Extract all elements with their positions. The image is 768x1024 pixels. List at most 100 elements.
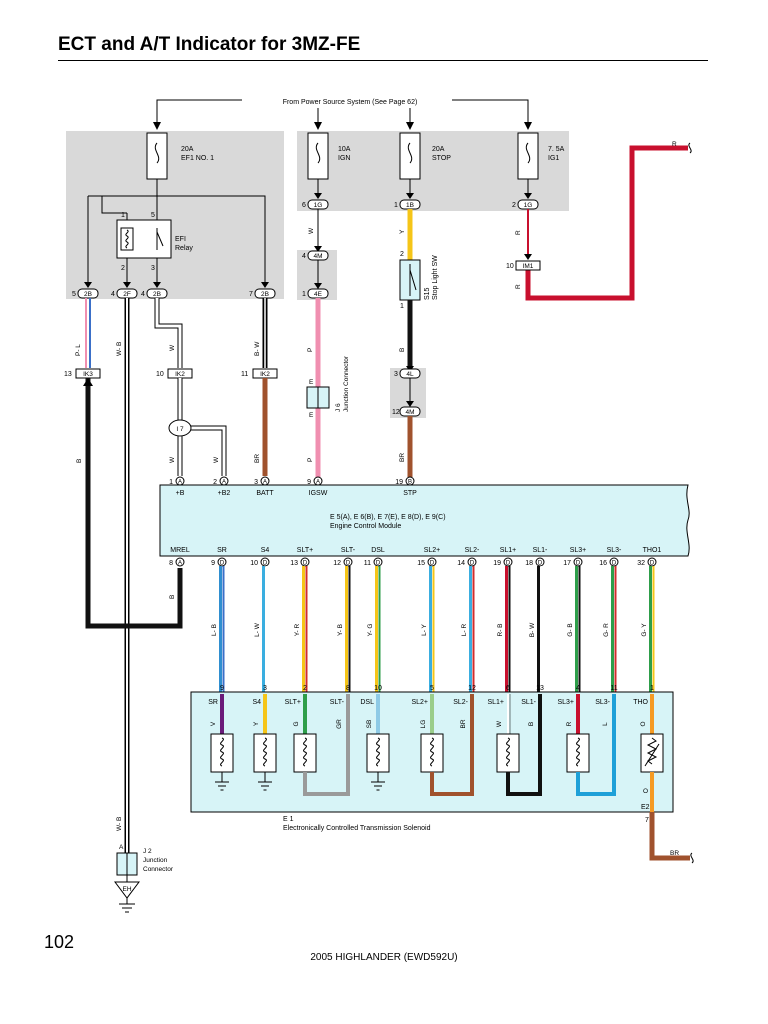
ecm-terminal-conn: D	[376, 561, 381, 567]
connector-ik2-right: IK2 11	[241, 368, 278, 379]
stop-sw-code: S15	[424, 287, 431, 300]
solenoid-terminal-name: SLT-	[330, 699, 345, 706]
coil-winding	[576, 737, 580, 767]
4m-lower-arrow-head	[406, 401, 414, 407]
solenoid-pin: 10	[374, 685, 382, 692]
ecm-terminal-name: +B	[176, 490, 185, 497]
connector-ik3-code: IK3	[83, 371, 93, 378]
stop-sw-pin-2: 2	[400, 251, 404, 258]
connector-ik2-left: IK2 10	[156, 368, 193, 379]
solenoid-terminal-name: SL2-	[453, 699, 468, 706]
solenoid-pin: 3	[263, 685, 267, 692]
ecm-terminal-name: SL1-	[533, 547, 548, 554]
junction-j6	[306, 386, 330, 409]
connector-4m-lower-code: 4M	[405, 409, 414, 416]
solenoid-pin: 13	[536, 685, 544, 692]
solenoid-wire-color: SB	[366, 720, 373, 729]
title-rule	[58, 60, 708, 61]
connector-1g-ig1-code: 1G	[524, 202, 533, 209]
connector-1g-ign-pin: 6	[302, 202, 306, 209]
harness-wire-color: Y- R	[294, 623, 301, 636]
ecm-terminal-conn: D	[538, 561, 543, 567]
connector-4l: 4L 3	[394, 368, 421, 379]
coil-winding	[430, 737, 434, 767]
ground-eh-code: EH	[122, 886, 131, 893]
ecm-terminal-pin: 9	[211, 560, 215, 567]
solenoid-wire-color: W	[496, 720, 503, 727]
junction-j2-name-1: Junction	[143, 857, 168, 864]
solenoid-return-wire	[303, 734, 350, 796]
ecm-terminal-name: MREL	[170, 547, 190, 554]
mrel-black-wire	[85, 378, 183, 629]
wire-color-p-1: P	[307, 348, 314, 352]
harness-wire-color: R- B	[497, 624, 504, 637]
fuse-icon	[517, 132, 539, 180]
solenoid-e2-name: E2	[641, 804, 650, 811]
solenoid-pin: 2	[303, 685, 307, 692]
ecm-bottom-terminals: MRELA8SRD9S4D10SLT+D13SLT-D12DSLD11SL2+D…	[169, 547, 661, 567]
wire-color-br-stp: BR	[399, 453, 406, 462]
power-source-arrows	[156, 99, 529, 128]
connector-2f-code: 2F	[123, 291, 131, 298]
connector-2b-left-code: 2B	[84, 291, 92, 298]
solenoid-pin: 11	[610, 685, 617, 692]
wire-color-p-2: P	[307, 458, 314, 462]
connector-im1: IM1 10	[506, 260, 541, 271]
coil-winding	[506, 737, 510, 767]
connector-2f: 2F 4	[111, 288, 138, 299]
solenoid-terminal-name: SL1+	[487, 699, 504, 706]
stop-sw-pin-1: 1	[400, 303, 404, 310]
wire-color-r-1: R	[515, 230, 522, 235]
connector-ik2-right-pin: 11	[241, 371, 248, 378]
footer-model: 2005 HIGHLANDER (EWD592U)	[310, 952, 458, 963]
stop-sw-name: Stop Light SW	[432, 255, 439, 300]
coil-winding	[376, 737, 380, 767]
solenoid-terminal-name: SR	[208, 699, 218, 706]
solenoid-wire-color: B	[528, 722, 535, 726]
connector-2f-pin: 4	[111, 291, 115, 298]
solenoid-wire-color: BR	[460, 719, 467, 728]
switch-icon	[156, 228, 164, 250]
ecm-terminal-conn: A	[178, 480, 182, 486]
thermistor-slash	[644, 743, 660, 767]
connector-ik2-left-pin: 10	[156, 371, 164, 378]
ecm-terminal-pin: 15	[417, 560, 425, 567]
solenoid-wire-color: GR	[336, 719, 343, 729]
harness-wire-color: G- Y	[641, 623, 648, 637]
ecm-terminal-conn: A	[178, 561, 182, 567]
connector-4m: 4M 4	[302, 250, 329, 261]
ecm-terminal-circle	[175, 557, 185, 567]
solenoid-terminal-name: SL3-	[595, 699, 610, 706]
connector-1b-stop-pin: 1	[394, 202, 398, 209]
ecm-terminal-name: IGSW	[309, 490, 328, 497]
ecm-terminal-pin: 3	[254, 479, 258, 486]
connector-4e-code: 4E	[314, 291, 323, 298]
solenoid-terminal-name: THO	[633, 699, 648, 706]
4e-arrow-head	[314, 283, 322, 289]
connector-i7-code: I 7	[176, 426, 184, 433]
solenoid-pin: 6	[506, 685, 510, 692]
solenoid-coil-icon	[210, 733, 234, 773]
relay-pin-2: 2	[121, 265, 125, 272]
wire-color-br-out: BR	[670, 850, 679, 857]
relay-pin-1: 1	[121, 212, 125, 219]
ecm-terminal-circle	[260, 476, 270, 486]
fuse-icon	[399, 132, 421, 180]
ecm-terminal-name: SL3+	[570, 547, 587, 554]
connector-ik2-right-code: IK2	[260, 371, 270, 378]
harness-wire-color: B- W	[529, 622, 536, 637]
ig1-red-wire	[525, 145, 688, 301]
ecm-terminal-name: BATT	[256, 490, 274, 497]
solenoid-pin: 5	[430, 685, 434, 692]
harness-wire-color: L- B	[211, 624, 218, 636]
ecm-terminal-name: SL2+	[424, 547, 441, 554]
wire-break-icon	[690, 852, 694, 864]
junction-j6-name: Junction Connector	[343, 355, 350, 412]
wire-break-icon	[688, 142, 692, 154]
connector-1g-ig1-pin: 2	[512, 202, 516, 209]
ef1-wiring	[87, 179, 266, 284]
wire-color-w-b: W	[169, 344, 176, 351]
ecm-terminal-circle	[175, 476, 185, 486]
power-arrow-heads	[153, 122, 532, 130]
